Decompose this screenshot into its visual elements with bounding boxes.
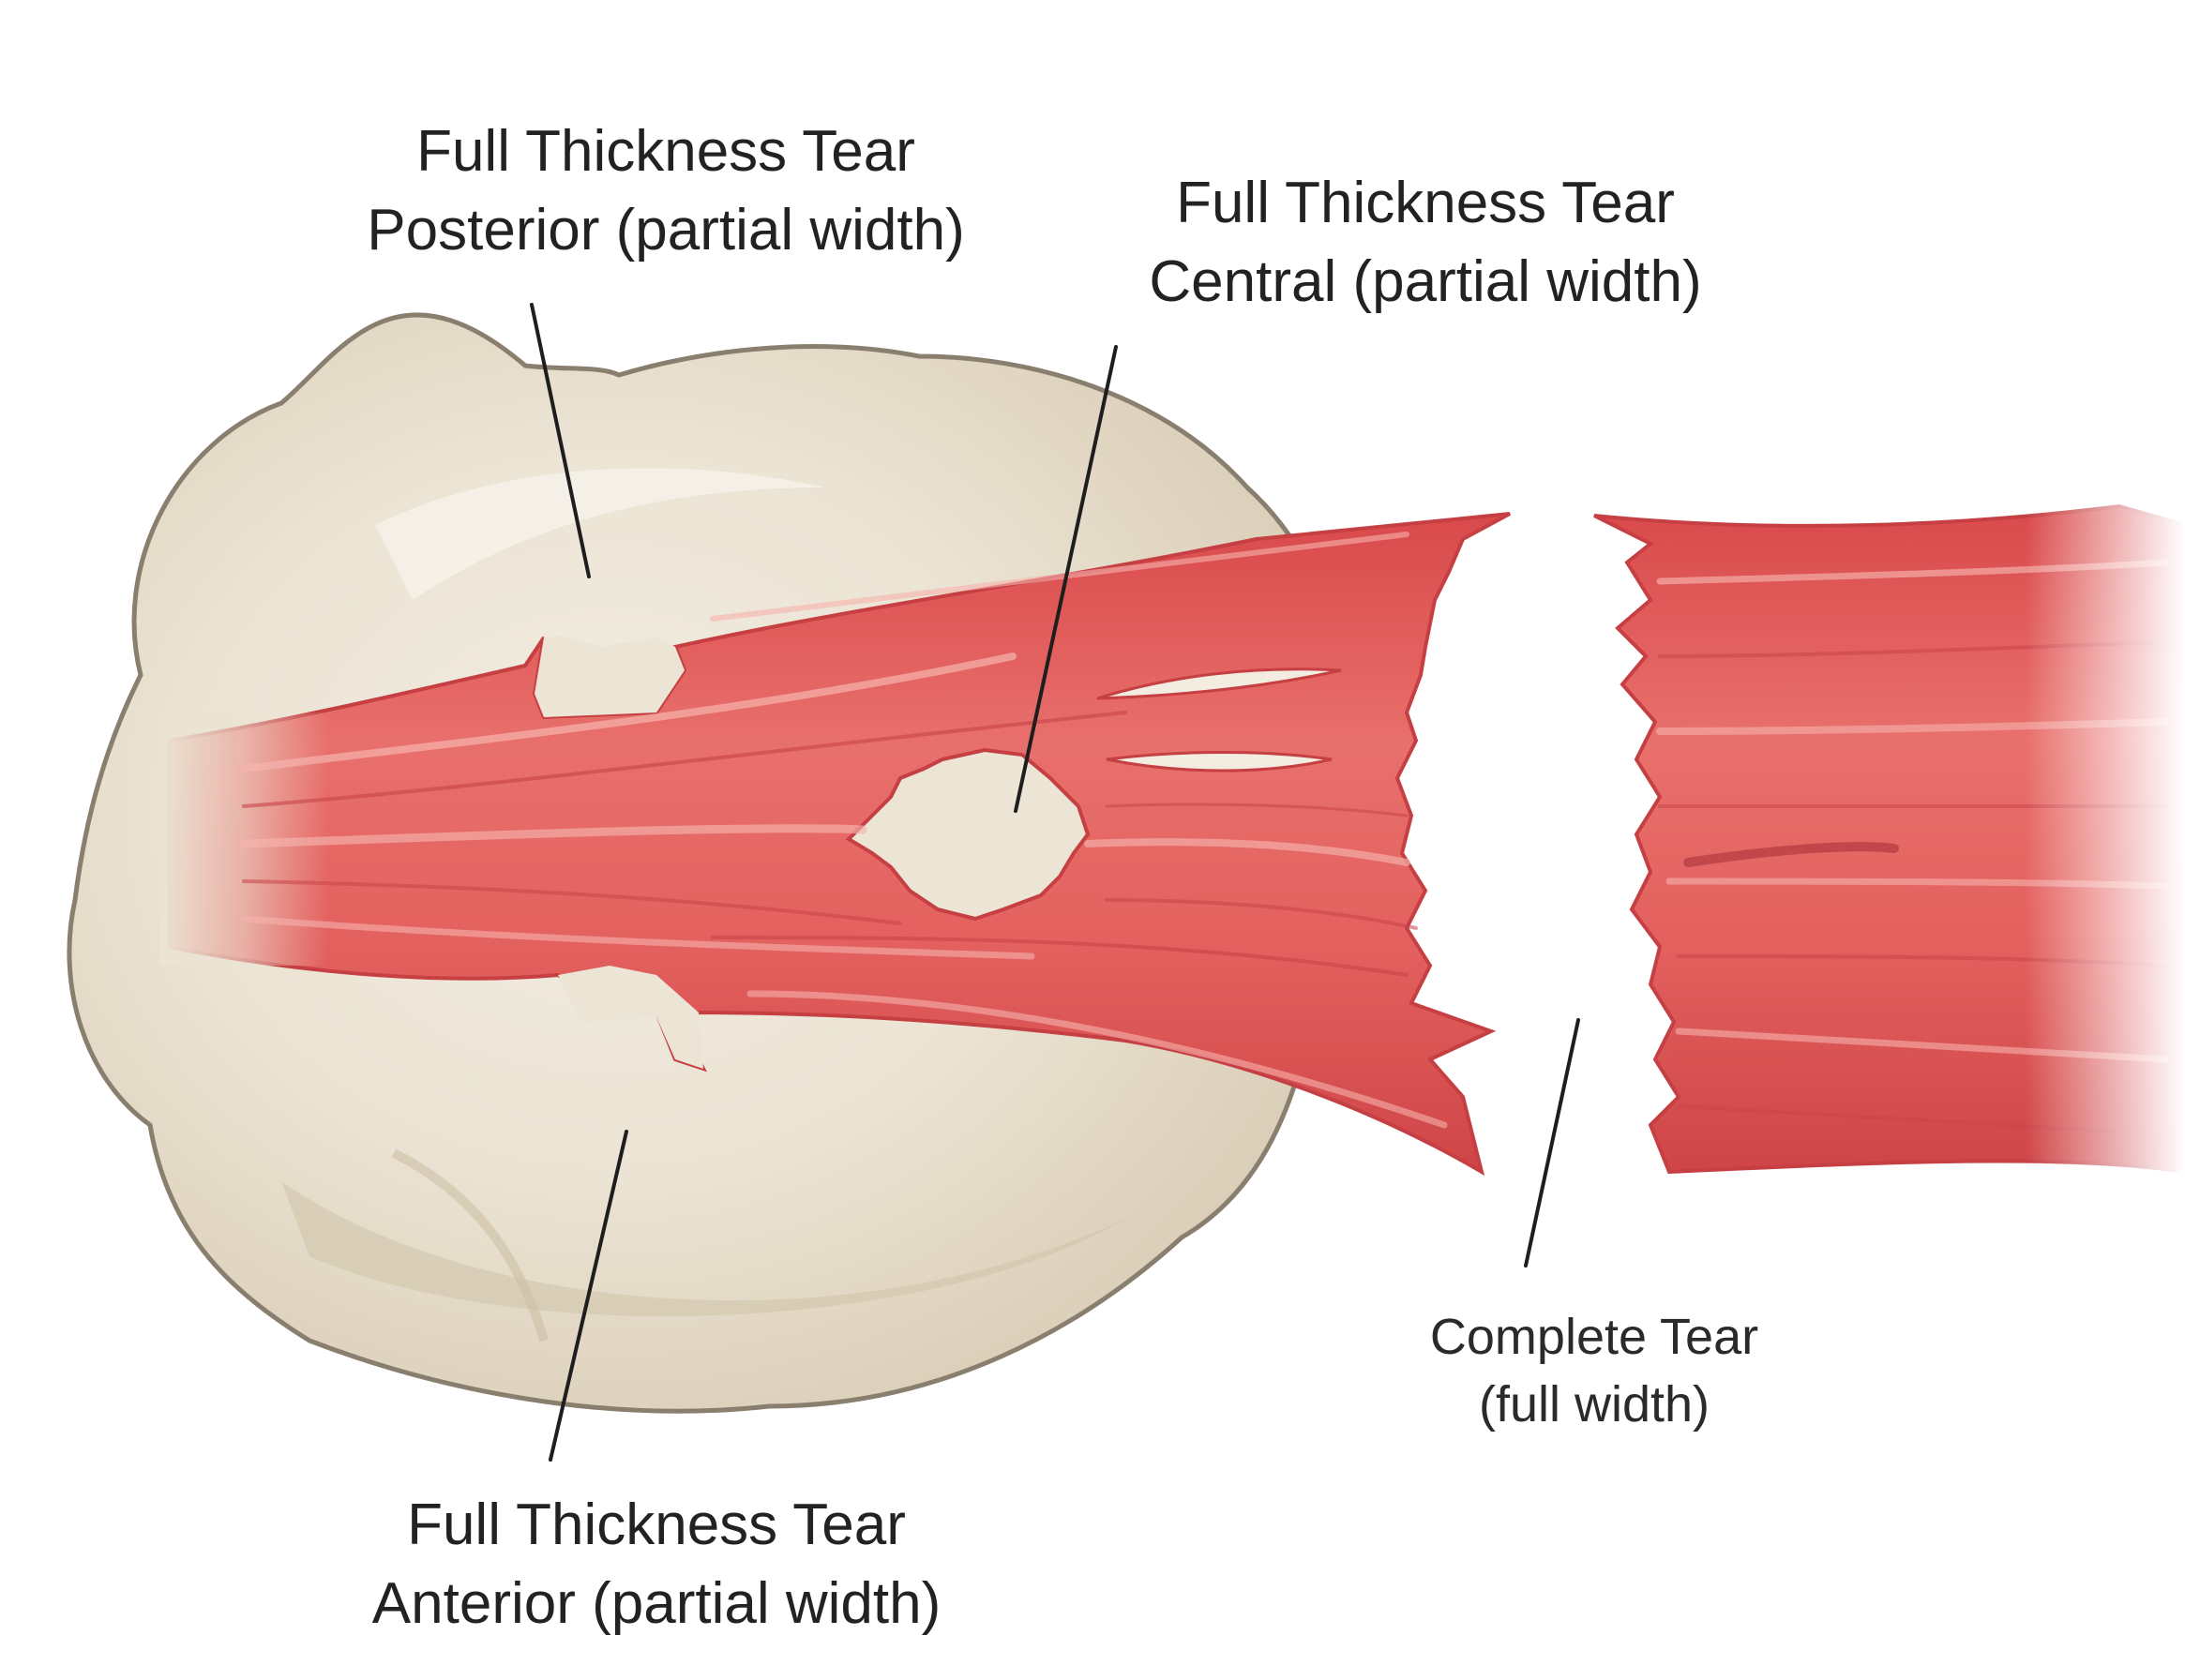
leader-line-posterior (530, 303, 591, 578)
label-central-tear: Full Thickness Tear Central (partial wid… (1088, 164, 1763, 322)
leader-lines (530, 303, 1580, 1462)
label-anterior-line2: Anterior (partial width) (371, 1571, 942, 1636)
central-tear-hole (845, 747, 1091, 922)
label-complete-line2: (full width) (1478, 1376, 1710, 1432)
label-anterior-line1: Full Thickness Tear (407, 1492, 906, 1557)
leader-line-complete (1524, 1018, 1580, 1268)
tendon-fibers-left (239, 532, 1448, 1129)
tendon-split-upper (1096, 668, 1342, 700)
label-complete-line1: Complete Tear (1429, 1309, 1759, 1365)
tendon-right-fade (2026, 488, 2185, 1200)
label-posterior-tear: Full Thickness Tear Posterior (partial w… (328, 112, 1003, 270)
label-central-line1: Full Thickness Tear (1176, 171, 1675, 235)
tendon-split-middle (1106, 751, 1333, 772)
leader-line-anterior (549, 1130, 628, 1462)
posterior-tear-defect (535, 636, 685, 717)
leader-line-central (1014, 345, 1118, 813)
label-central-line2: Central (partial width) (1149, 249, 1702, 314)
anterior-tear-defect (558, 966, 703, 1069)
bone-shadow (281, 1181, 1125, 1317)
bone-highlight (375, 468, 825, 600)
label-complete-tear: Complete Tear (full width) (1332, 1303, 1857, 1438)
bone-ridge (391, 1148, 549, 1342)
label-posterior-line2: Posterior (partial width) (367, 198, 965, 262)
label-anterior-tear: Full Thickness Tear Anterior (partial wi… (309, 1486, 1003, 1643)
label-posterior-line1: Full Thickness Tear (416, 119, 915, 184)
